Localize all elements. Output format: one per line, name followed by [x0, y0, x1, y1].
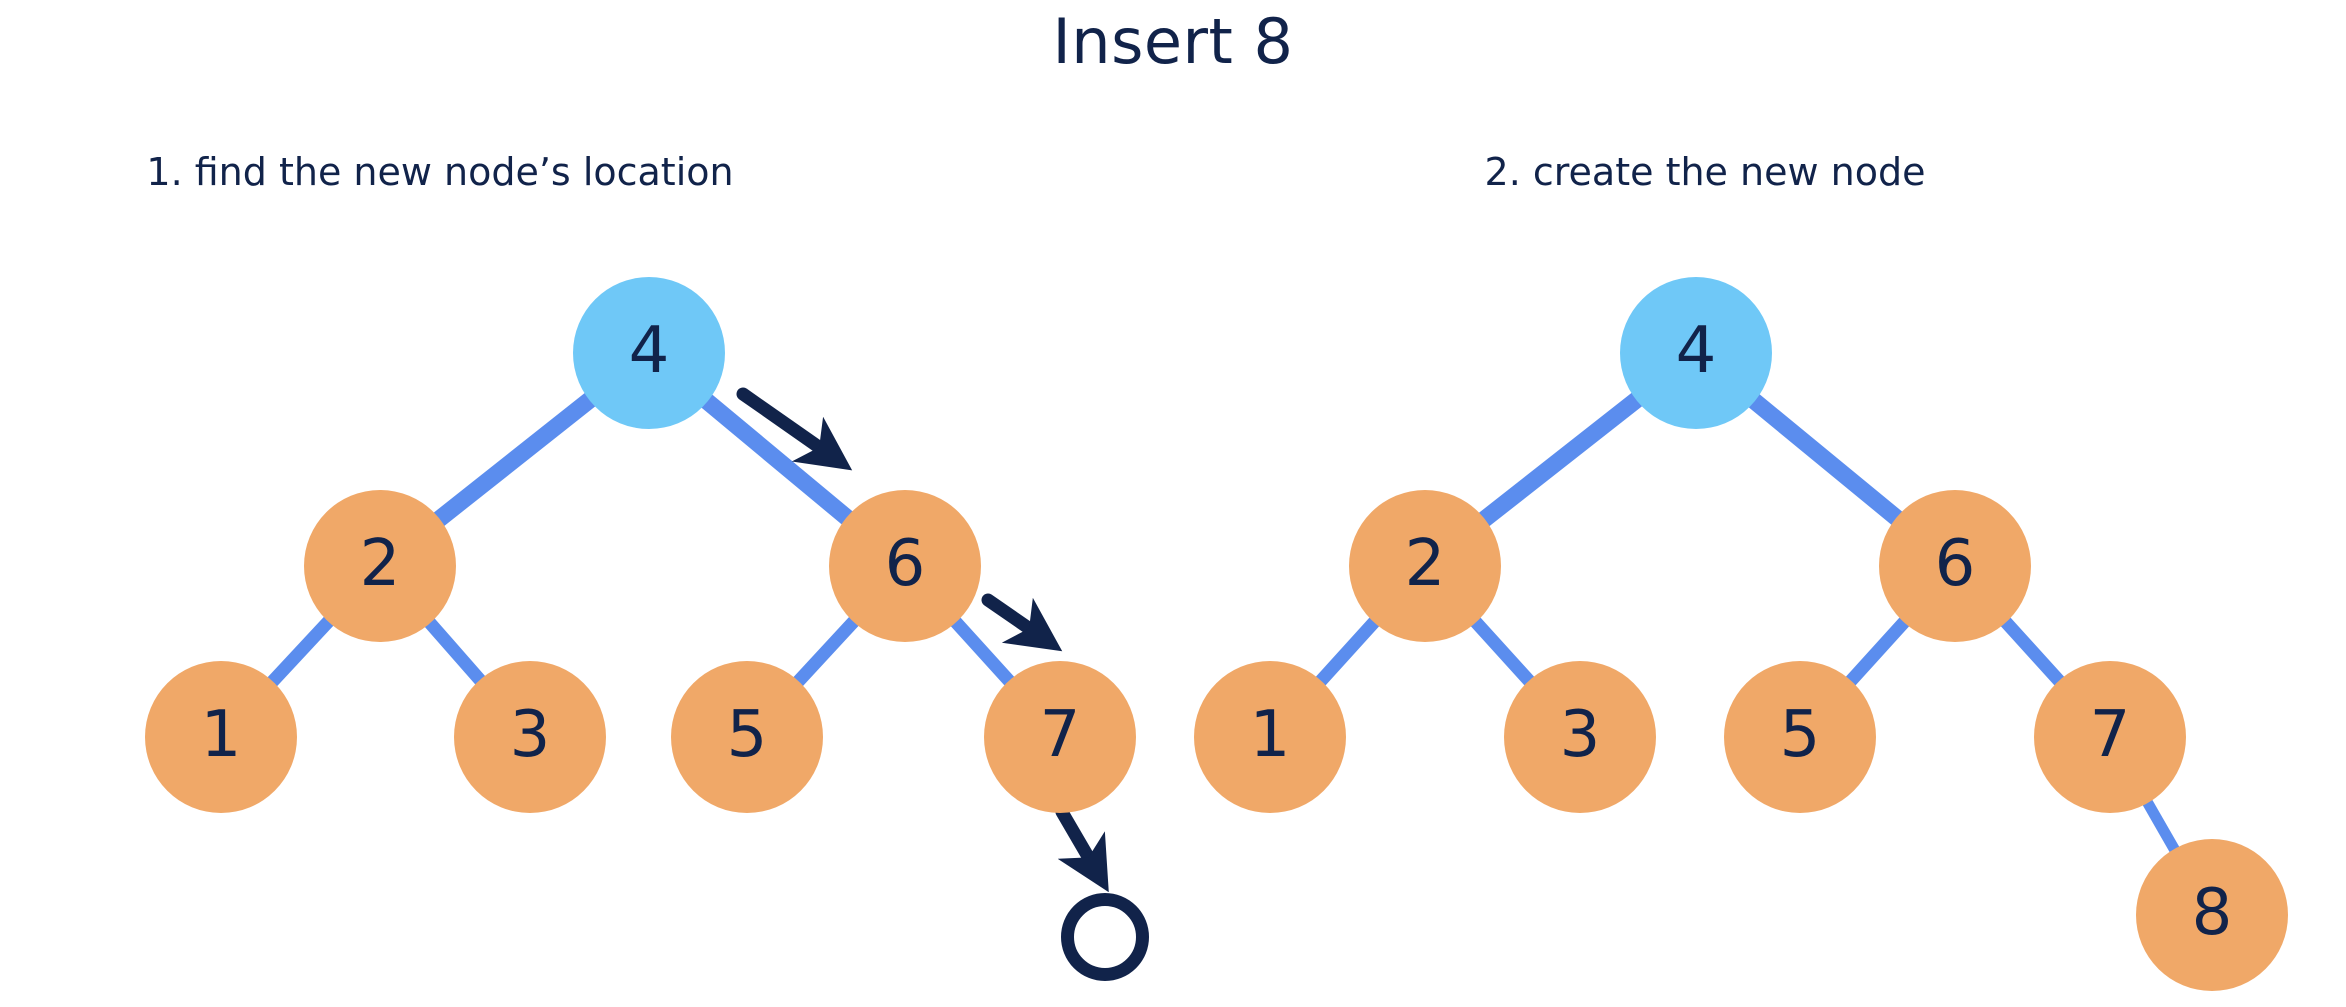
page-title: Insert 8: [1052, 5, 1294, 78]
tree-edge: [263, 612, 338, 691]
tree-edge: [429, 389, 600, 530]
tree-edge: [697, 391, 857, 528]
tree-node-2[interactable]: 2: [1349, 490, 1501, 642]
panel-subtitle: 1. find the new node’s location: [146, 150, 734, 194]
tree-node-4[interactable]: 4: [573, 277, 725, 429]
tree-node-5[interactable]: 5: [1724, 661, 1876, 813]
tree-node-label: 3: [509, 698, 551, 772]
tree-node-label: 1: [1249, 698, 1291, 772]
tree-edge: [1474, 389, 1647, 530]
tree-node-label: 3: [1559, 698, 1601, 772]
empty-node-placeholder[interactable]: [1061, 893, 1149, 981]
tree-node-8[interactable]: 8: [2136, 839, 2288, 991]
tree-edge: [421, 614, 489, 689]
tree-node-label: 4: [1675, 314, 1717, 388]
tree-node-label: 2: [359, 527, 401, 601]
tree-node-7[interactable]: 7: [984, 661, 1136, 813]
tree-edge: [1312, 613, 1383, 690]
tree-node-2[interactable]: 2: [304, 490, 456, 642]
tree-edge: [1842, 613, 1913, 690]
tree-node-7[interactable]: 7: [2034, 661, 2186, 813]
tree-node-label: 6: [884, 527, 926, 601]
tree-node-5[interactable]: 5: [671, 661, 823, 813]
tree-edge: [1744, 390, 1907, 529]
tree-node-4[interactable]: 4: [1620, 277, 1772, 429]
tree-node-1[interactable]: 1: [145, 661, 297, 813]
tree-node-label: 5: [1779, 698, 1821, 772]
tree-edge: [789, 613, 863, 690]
tree-node-6[interactable]: 6: [829, 490, 981, 642]
tree-node-label: 8: [2191, 876, 2233, 950]
tree-node-label: 2: [1404, 527, 1446, 601]
tree-node-label: 4: [628, 314, 670, 388]
tree-edge: [947, 613, 1018, 690]
tree-node-3[interactable]: 3: [454, 661, 606, 813]
tree-edge: [1997, 613, 2068, 690]
tree-node-6[interactable]: 6: [1879, 490, 2031, 642]
tree-node-label: 1: [200, 698, 242, 772]
tree-edge: [1467, 613, 1538, 690]
panel-subtitle: 2. create the new node: [1484, 150, 1926, 194]
pointer-arrow: [736, 387, 853, 471]
tree-node-1[interactable]: 1: [1194, 661, 1346, 813]
pointer-arrow: [981, 593, 1063, 652]
tree-edge: [2140, 795, 2182, 857]
tree-node-label: 7: [1039, 698, 1081, 772]
tree-node-3[interactable]: 3: [1504, 661, 1656, 813]
pointer-arrow: [1055, 805, 1109, 893]
tree-node-label: 5: [726, 698, 768, 772]
tree-node-label: 6: [1934, 527, 1976, 601]
tree-node-label: 7: [2089, 698, 2131, 772]
